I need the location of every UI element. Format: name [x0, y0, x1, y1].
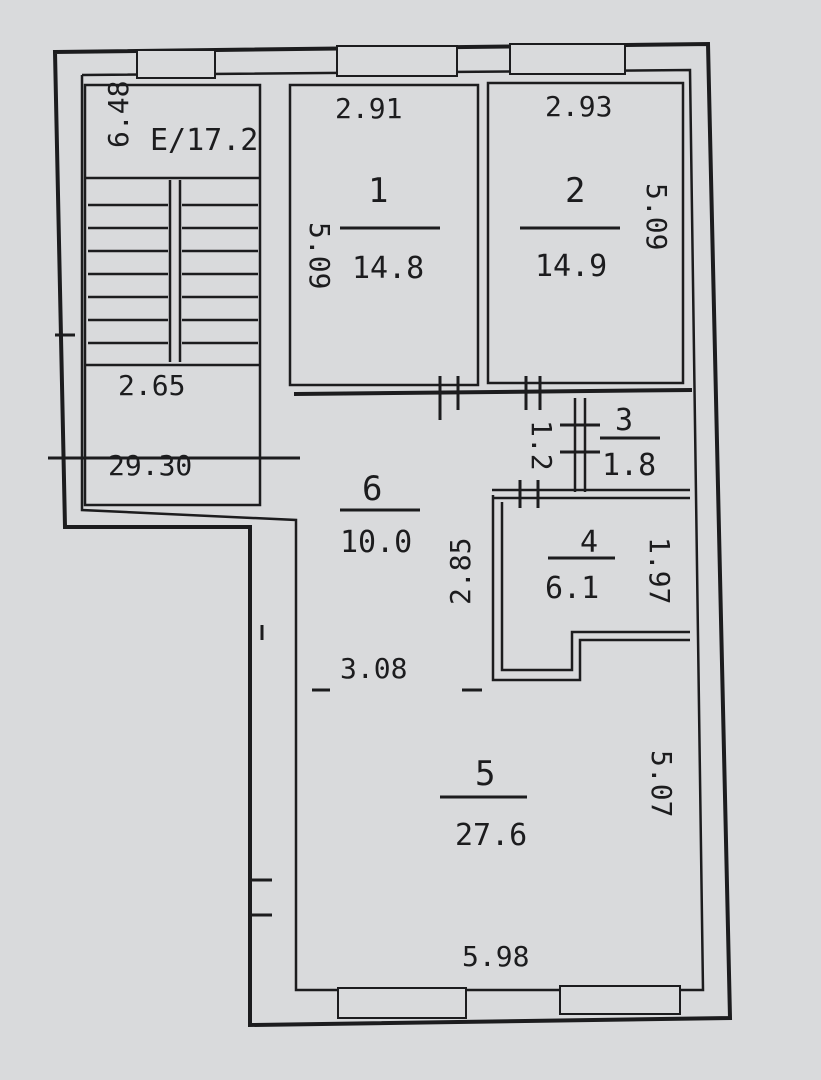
stair-label: E/17.2 [150, 123, 258, 158]
room-3-area: 1.8 [602, 448, 656, 483]
room-1-area: 14.8 [352, 251, 424, 286]
window-stair [136, 49, 216, 79]
room-1-side-dim: 5.09 [303, 222, 336, 289]
stair-side-dim: 6.48 [102, 81, 135, 148]
room-2-top-dim: 2.93 [545, 90, 612, 123]
stair-width-dim: 2.65 [118, 369, 185, 402]
window-room-2 [509, 43, 626, 75]
room-4-area: 6.1 [545, 571, 599, 606]
stair-core [83, 83, 262, 507]
room-4-number: 4 [580, 525, 598, 560]
room-6-area: 10.0 [340, 525, 412, 560]
window-room-1 [336, 45, 458, 77]
room-2-outline [486, 81, 685, 385]
stair-length-dim: 29.30 [108, 449, 192, 482]
room-5-bottom-dim: 5.98 [462, 940, 529, 973]
room-5-number: 5 [475, 754, 495, 794]
window-room-5-right [559, 985, 681, 1015]
room-1-number: 1 [368, 171, 388, 211]
room-6-number: 6 [362, 469, 382, 509]
room-3-side-dim: 1.2 [525, 420, 558, 471]
room-4-side-dim: 1.97 [643, 537, 676, 604]
room-1-top-dim: 2.91 [335, 92, 402, 125]
room-5-side-dim: 5.07 [645, 750, 678, 817]
room-6-bottom-dim: 3.08 [340, 652, 407, 685]
room-2-number: 2 [565, 171, 585, 211]
room-5-area: 27.6 [455, 818, 527, 853]
room-3-number: 3 [615, 403, 633, 438]
stair-steps [88, 203, 258, 345]
door-ticks [48, 333, 600, 917]
room-6-side-dim: 2.85 [444, 538, 477, 605]
room-2-area: 14.9 [535, 249, 607, 284]
room-1-outline [288, 83, 480, 387]
room-2-side-dim: 5.09 [640, 183, 673, 250]
windows [136, 43, 681, 1019]
window-room-5-left [337, 987, 467, 1019]
interior-walls [288, 81, 693, 682]
outer-walls [52, 41, 733, 1028]
